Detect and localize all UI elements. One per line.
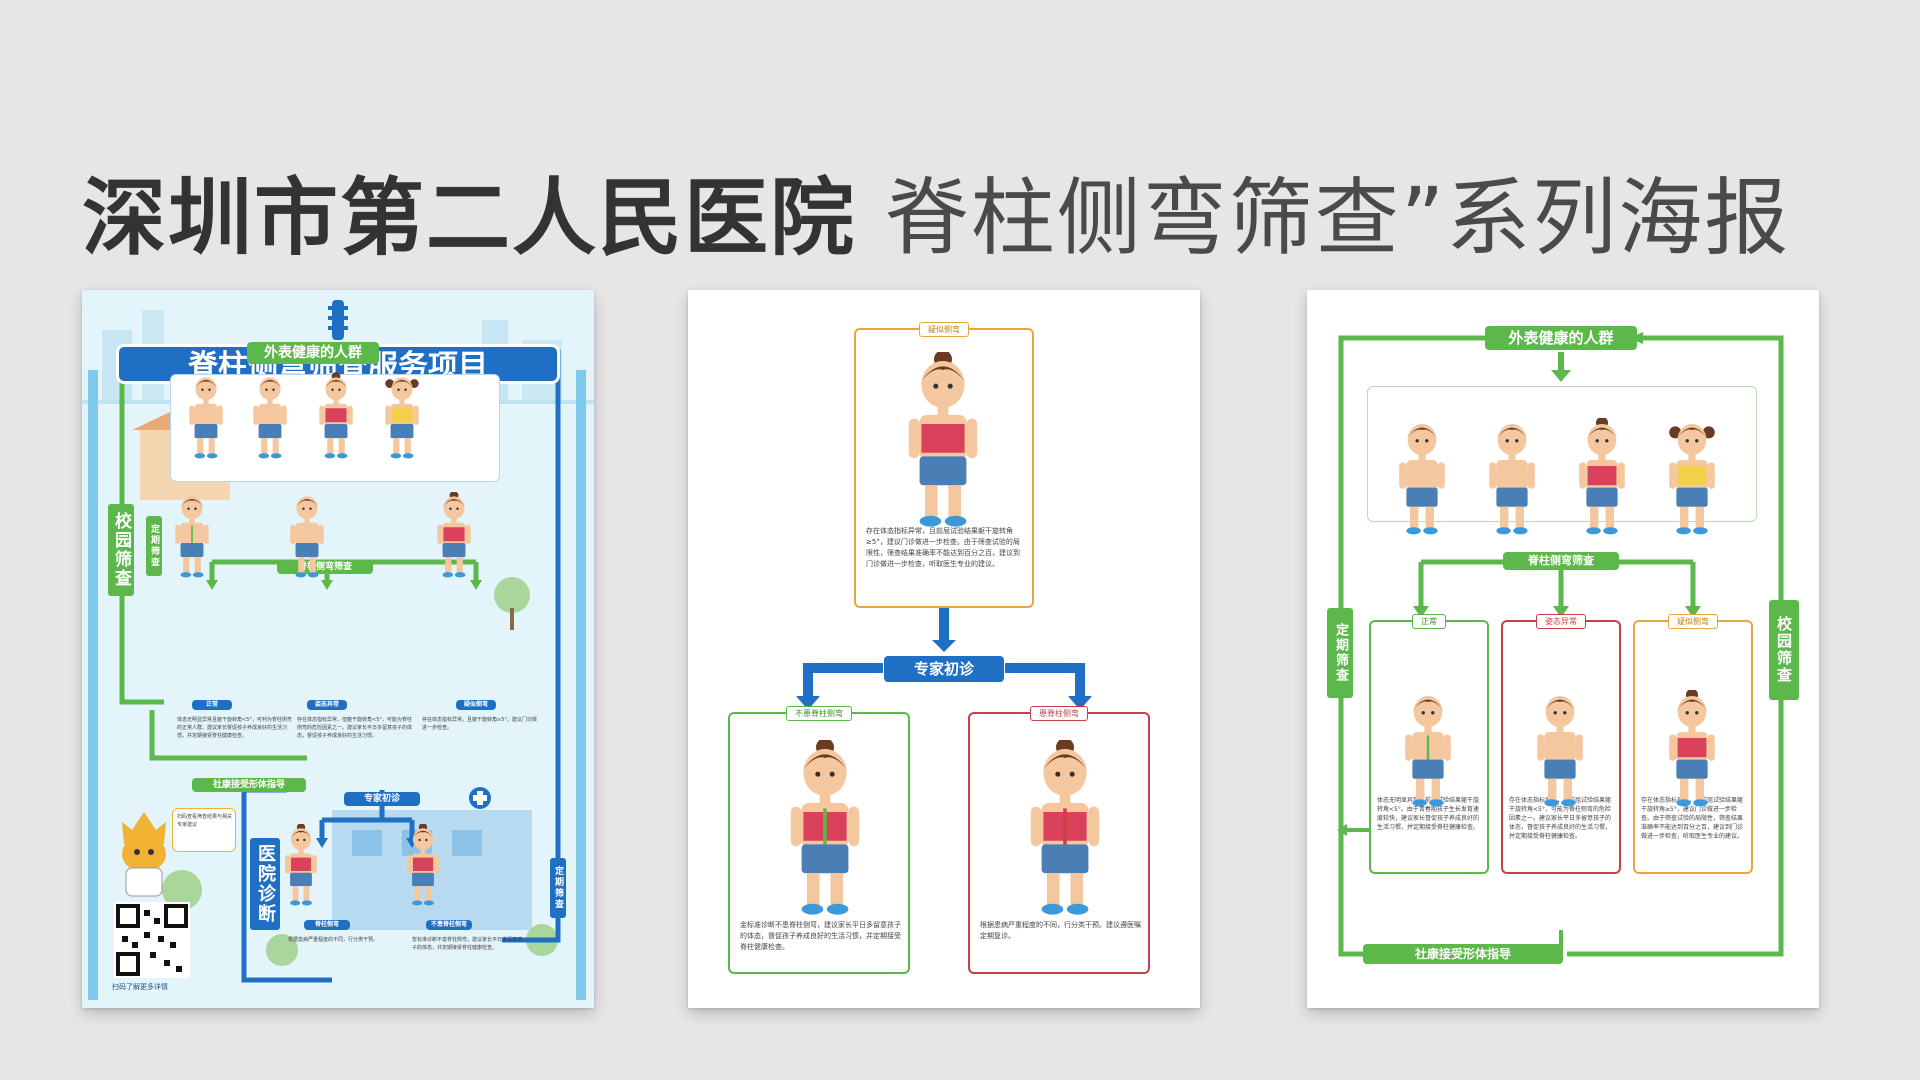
poster2-suspect-text: 存在体态指标异常，且前屈试验结果躯干旋转角≥5°，建议门诊做进一步检查。由于筛查… — [866, 527, 1020, 568]
poster3-campus-label: 校园筛查 — [1769, 600, 1799, 700]
poster1-regular-label-right: 定期筛查 — [550, 858, 566, 918]
poster1-diagnosis-yes: 脊柱侧弯 — [304, 920, 350, 930]
poster2-arrows — [796, 608, 1092, 710]
child-figure-icon — [432, 491, 476, 584]
child-figure-icon — [280, 823, 322, 912]
poster3-screen-label: 脊柱侧弯筛查 — [1503, 552, 1619, 570]
poster2-expert-label: 专家初诊 — [884, 656, 1004, 682]
child-figure-icon — [380, 372, 424, 466]
child-figure-icon — [402, 823, 444, 912]
child-figure-icon — [1020, 738, 1110, 924]
poster3-regular-label: 定期筛查 — [1327, 608, 1353, 698]
qr-code-icon[interactable] — [114, 902, 190, 978]
poster3-text-normal: 体态无明显异常且前屈试验结果躯干旋转角<5°。由于青春期孩子生长发育速度较快，建… — [1377, 797, 1480, 831]
heading-series: 脊柱侧弯筛查”系列海报 — [884, 169, 1791, 267]
child-figure-icon — [1572, 416, 1632, 542]
poster1-hospital-label: 医院诊断 — [250, 838, 280, 930]
child-figure-icon — [285, 492, 329, 584]
poster1-result-text-normal: 体态无明显异常且躯干旋转角<5°，可判为脊柱侧弯的正常人群。建议家长督促孩子养成… — [177, 717, 292, 739]
poster1-result-text-suspect: 存在体态指标异常，且躯干旋转角≥5°，建议门诊做进一步检查。 — [422, 717, 537, 731]
child-figure-icon — [1482, 418, 1542, 542]
poster1-group-label: 外表健康的人群 — [247, 342, 379, 364]
mascot-text: 扫码查看筛查结果与相关专家建议 — [177, 814, 233, 828]
mascot-icon — [122, 812, 166, 897]
poster2-yes-label: 患脊柱侧弯 — [1030, 706, 1088, 721]
poster3-group-label: 外表健康的人群 — [1485, 326, 1637, 350]
poster2-no-text: 金标准诊断不患脊柱侧弯，建议家长平日多留意孩子的体态，督促孩子养成良好的生活习惯… — [740, 921, 901, 951]
poster2-yes-text: 根据患病严重程度的不同，行分类干预。建议遵医嘱定期复诊。 — [980, 921, 1141, 940]
qr-caption: 扫码了解更多详情 — [112, 983, 168, 991]
child-figure-icon — [780, 738, 870, 924]
heading-hospital: 深圳市第二人民医院 — [82, 169, 857, 267]
child-figure-icon — [170, 492, 214, 584]
child-figure-icon — [1392, 418, 1452, 542]
poster3-result-posture: 姿态异常 — [1536, 614, 1586, 629]
child-figure-icon — [248, 372, 292, 466]
child-figure-icon — [1662, 688, 1722, 814]
child-figure-icon — [1662, 418, 1722, 542]
poster1-expert-label: 专家初诊 — [344, 792, 420, 806]
poster2-no-label: 不患脊柱侧弯 — [786, 706, 852, 721]
poster1-result-suspect: 疑似侧弯 — [456, 700, 496, 710]
poster1-diag-text-no: 暂标准诊断不患脊柱侧弯，建议家长平日多留意孩子的体态，并定期接受脊柱健康检查。 — [412, 937, 523, 951]
poster1-regular-label: 定期筛查 — [146, 516, 162, 576]
poster-screening-flow: 外表健康的人群 脊柱侧弯筛查 定期筛查 校园筛查 正常 体态无明显异常且前屈试验… — [1307, 290, 1819, 1008]
poster3-text-suspect: 存在体态指标异常，且前屈试验结果躯干旋转角≥5°，建议门诊做进一步检查。由于筛查… — [1641, 797, 1744, 840]
poster1-diag-text-yes: 根据患病严重程度的不同，行分类干预。 — [288, 937, 379, 943]
child-figure-icon — [184, 372, 228, 466]
child-figure-icon — [314, 372, 358, 466]
page-heading: 深圳市第二人民医院 脊柱侧弯筛查”系列海报 — [82, 170, 1790, 266]
poster3-result-suspect: 疑似侧弯 — [1668, 614, 1718, 629]
poster2-suspect-label: 疑似侧弯 — [919, 322, 969, 337]
poster1-result-normal: 正常 — [192, 700, 232, 710]
child-figure-icon — [898, 350, 988, 536]
poster1-guide-label: 社康接受形体指导 — [192, 778, 306, 792]
poster1-campus-label: 校园筛查 — [108, 504, 134, 596]
child-figure-icon — [1398, 690, 1458, 814]
poster1-diagnosis-no: 不患脊柱侧弯 — [426, 920, 472, 930]
poster1-result-posture: 姿态异常 — [307, 700, 347, 710]
mascot-speech-box: 扫码查看筛查结果与相关专家建议 — [172, 808, 236, 852]
poster3-guide-label: 社康接受形体指导 — [1363, 944, 1563, 964]
child-figure-icon — [1530, 690, 1590, 814]
poster1-result-text-posture: 存在体态指标异常，但躯干旋转角<5°，可能为脊柱侧弯的危险因素之一。建议家长平日… — [297, 717, 413, 739]
poster3-result-normal: 正常 — [1412, 614, 1446, 629]
poster3-text-posture: 存在体态指标异常，但前屈试验结果躯干旋转角<5°，可能为脊柱侧弯的危险因素之一。… — [1509, 797, 1612, 840]
